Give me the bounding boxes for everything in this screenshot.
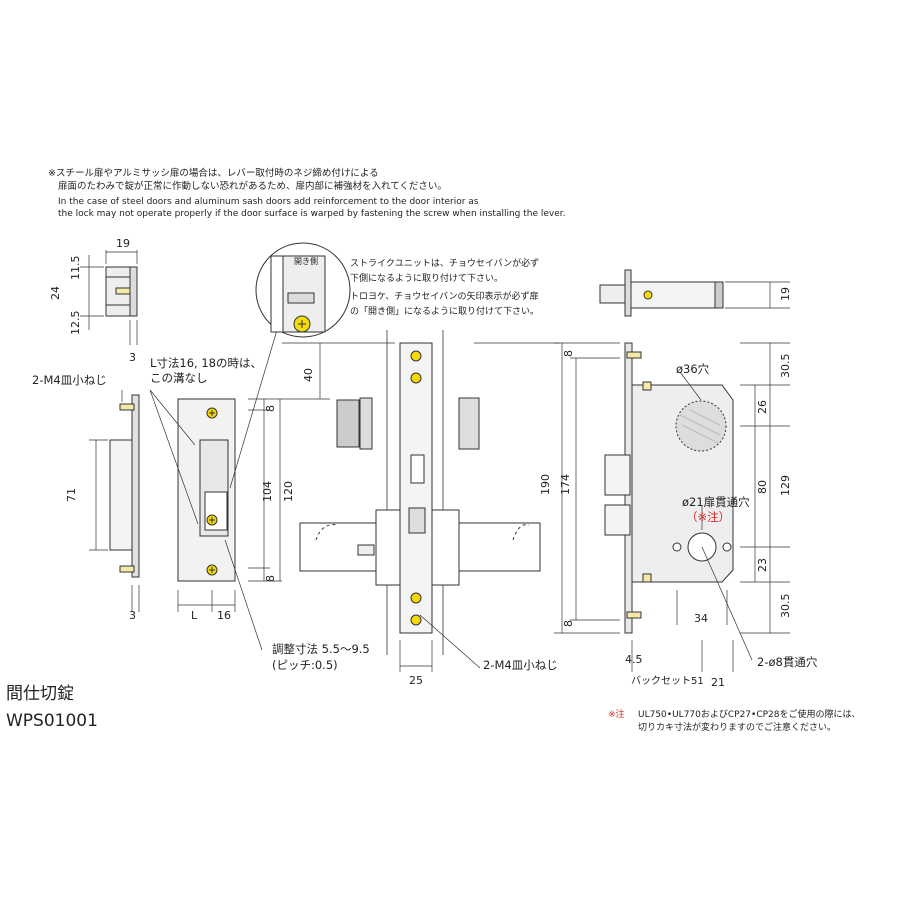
dim-body-129: 129	[779, 475, 792, 496]
dim-plate-16: 16	[217, 609, 231, 622]
dim-plate-104: 104	[261, 481, 274, 502]
note-jp-line1: ※スチール扉やアルミサッシ扉の場合は、レバー取付時のネジ締め付けによる	[48, 168, 379, 179]
strike-note-line3: トロヨケ、チョウセイバンの矢印表示が必ず扉	[350, 292, 539, 302]
dim-body-4-5: 4.5	[625, 653, 643, 666]
dim-plate-8-top: 8	[264, 405, 277, 412]
footnote-line2: 切りカキ寸法が変わりますのでご注意ください。	[638, 723, 837, 733]
hole-21-note: （※注）	[686, 510, 731, 524]
note-jp-line2: 扉面のたわみで錠が正常に作動しない恐れがあるため、扉内部に補強材を入れてください…	[58, 181, 447, 192]
front-screw-label: 2-M4皿小ねじ	[483, 658, 558, 672]
dim-strike-71: 71	[65, 488, 78, 502]
lock-body-top	[599, 269, 790, 317]
groove-note-1: L寸法16, 18の時は、	[150, 356, 262, 370]
groove-note-2: この溝なし	[150, 371, 208, 385]
dim-body-80: 80	[756, 480, 769, 494]
product-name: 間仕切錠	[6, 684, 74, 704]
dim-plate-8-bottom: 8	[264, 575, 277, 582]
strike-note-line1: ストライクユニットは、チョウセイバンが必ず	[350, 259, 540, 269]
dim-front-40: 40	[302, 368, 315, 382]
strike-note-line4: の「開き側」になるように取り付けて下さい。	[350, 307, 540, 317]
lock-front-view	[282, 330, 560, 672]
strike-plate-elevation	[149, 319, 282, 651]
hole-36-label: ø36穴	[676, 362, 710, 376]
dim-body-190: 190	[539, 474, 552, 495]
strike-detail-bubble	[255, 242, 351, 338]
dim-strike-11-5: 11.5	[69, 255, 82, 281]
strike-note-line2: 下側になるように取り付けて下さい。	[350, 274, 504, 284]
dim-body-174: 174	[559, 474, 572, 495]
detail-open-side-label: 開き側	[294, 257, 318, 266]
adjust-dim-label: 調整寸法 5.5〜9.5	[272, 642, 370, 656]
dim-plate-L: L	[191, 609, 198, 622]
note-en-line2: the lock may not operate properly if the…	[58, 209, 566, 219]
strike-screw-label: 2-M4皿小ねじ	[32, 373, 107, 387]
footnote-mark: ※注	[608, 710, 625, 720]
dim-body-19: 19	[779, 287, 792, 301]
dim-strike-19: 19	[116, 237, 130, 250]
dim-body-30-5-top: 30.5	[779, 353, 792, 379]
hole-21-label: ø21扉貫通穴	[682, 495, 750, 509]
dim-front-25: 25	[409, 674, 423, 687]
adjust-pitch-label: (ピッチ:0.5)	[272, 658, 338, 672]
dim-body-8-top: 8	[562, 350, 575, 357]
dim-body-23: 23	[756, 558, 769, 572]
lock-body-side	[554, 342, 790, 672]
dim-body-26: 26	[756, 400, 769, 414]
dim-body-8-bottom: 8	[562, 620, 575, 627]
backset-label: バックセット51	[631, 676, 704, 687]
dim-strike-3-top: 3	[129, 351, 136, 364]
strike-front-view	[89, 390, 140, 612]
note-en-line1: In the case of steel doors and aluminum …	[58, 197, 479, 207]
dim-strike-3-bottom: 3	[129, 609, 136, 622]
dim-strike-12-5: 12.5	[69, 310, 82, 336]
footnote-line1: UL750•UL770およびCP27•CP28をご使用の際には、	[638, 710, 861, 720]
dim-body-30-5-bottom: 30.5	[779, 593, 792, 619]
dim-body-34: 34	[694, 612, 708, 625]
dim-strike-24: 24	[49, 286, 62, 300]
product-code: WPS01001	[6, 711, 98, 731]
holes-8-label: 2-ø8貫通穴	[757, 655, 818, 669]
strike-side-view	[80, 250, 138, 345]
dim-plate-120: 120	[282, 481, 295, 502]
dim-body-21: 21	[711, 676, 725, 689]
